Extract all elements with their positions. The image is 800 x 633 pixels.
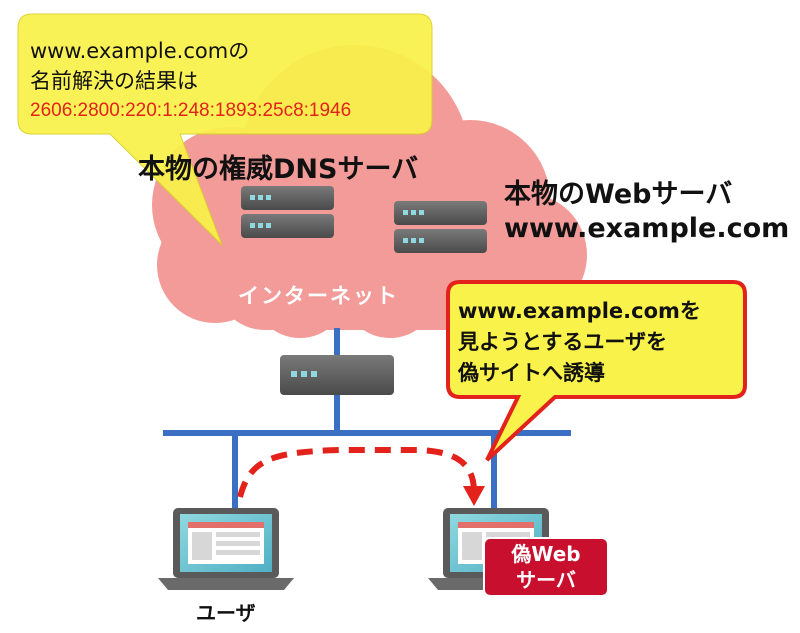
redirect-callout-text: www.example.comを 見ようとするユーザを 偽サイトへ誘導 [458,296,701,389]
fake-web-label: 偽Web サーバ [486,541,606,593]
redirect-callout-line1: www.example.comを [458,299,701,323]
redirect-callout [446,280,747,462]
user-laptop-icon [158,508,294,590]
dns-server-icon [241,186,334,238]
internet-label: インターネット [238,284,399,308]
real-web-label-line1: 本物のWebサーバ [504,179,733,210]
real-dns-label: 本物の権威DNSサーバ [138,154,419,185]
web-server-icon [394,201,487,253]
fake-web-label-line2: サーバ [516,568,576,592]
real-web-label: 本物のWebサーバ www.example.com [504,178,789,246]
dns-callout-text: www.example.comの 名前解決の結果は 2606:2800:220:… [30,36,351,126]
redirect-arrow [237,447,485,506]
dns-callout-ip: 2606:2800:220:1:248:1893:25c8:1946 [30,100,352,121]
fake-server-box [483,537,609,597]
real-web-label-line2: www.example.com [504,213,790,244]
dns-callout-line1: www.example.comの [30,39,250,63]
dns-result-callout [17,13,433,246]
fake-web-label-line1: 偽Web [511,542,581,566]
user-label: ユーザ [196,601,256,625]
redirect-callout-line3: 偽サイトへ誘導 [458,361,605,385]
dns-callout-line2: 名前解決の結果は [30,69,198,93]
redirect-callout-line2: 見ようとするユーザを [458,330,667,354]
router-icon [280,355,394,395]
